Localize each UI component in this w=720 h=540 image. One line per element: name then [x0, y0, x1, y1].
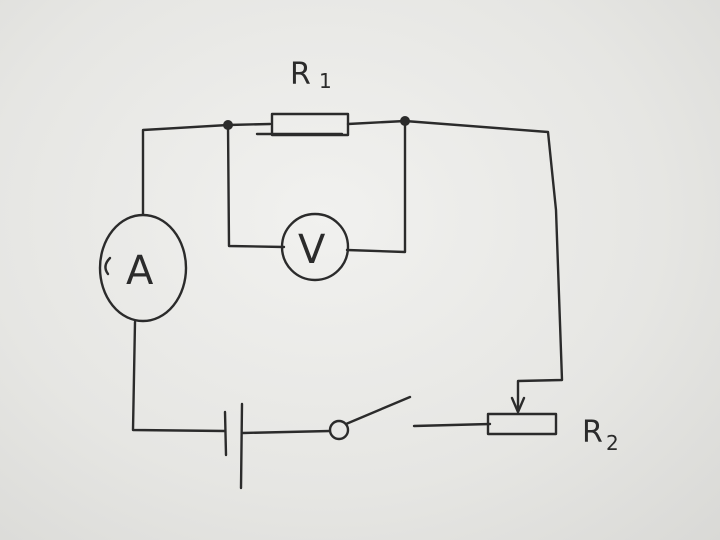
- wire-top-r1-left: [226, 122, 272, 127]
- r2-label: R: [582, 415, 603, 450]
- junction-right: [400, 116, 410, 126]
- resistor-r1: R 1: [255, 57, 350, 137]
- battery-short-plate: [223, 410, 228, 457]
- r1-label: R: [290, 57, 311, 92]
- ammeter: A: [98, 213, 188, 323]
- ammeter-circle: [98, 213, 188, 323]
- switch-pivot: [328, 419, 350, 441]
- r2-body: [486, 412, 558, 436]
- wire-battery-switch: [241, 429, 332, 435]
- r2-slider-arrow: [510, 396, 526, 414]
- rheostat-r2: R 2: [486, 396, 619, 455]
- battery: [223, 402, 244, 490]
- ammeter-label: A: [126, 248, 154, 294]
- r1-body: [270, 112, 350, 137]
- switch-lever: [344, 395, 412, 426]
- wire-left-bottom: [131, 320, 227, 433]
- wire-switch-r2: [412, 422, 492, 428]
- wire-top-r1-right: [346, 119, 407, 126]
- voltmeter: V: [280, 212, 350, 282]
- battery-long-plate: [239, 402, 244, 490]
- junction-left: [223, 120, 233, 130]
- wire-top-left: [141, 123, 230, 216]
- r1-subscript: 1: [319, 69, 332, 93]
- wire-voltmeter-right: [345, 119, 407, 254]
- wire-voltmeter-loop: [226, 123, 286, 249]
- switch: [328, 395, 412, 441]
- voltmeter-label: V: [298, 227, 326, 273]
- r2-subscript: 2: [606, 431, 619, 455]
- wires: [131, 119, 564, 435]
- wire-top-right: [403, 119, 564, 412]
- ammeter-stroke-mark: [104, 256, 112, 276]
- voltmeter-circle: [280, 212, 350, 282]
